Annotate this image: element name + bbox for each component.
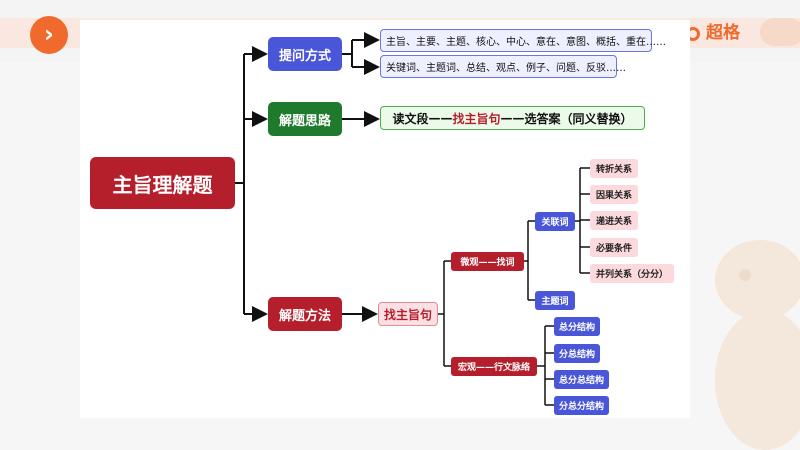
structure-item: 分总分结构 [554,396,609,415]
branch-solving-approach: 解题思路 [268,102,342,136]
brand-name: 超格 [706,23,740,43]
root-node: 主旨理解题 [90,157,235,209]
structure-item: 总分结构 [554,317,600,336]
method-node: 找主旨句 [378,302,438,326]
question-keywords-2: 关键词、主题词、总结、观点、例子、问题、反驳…… [380,55,626,78]
branch-question-format: 提问方式 [268,37,342,71]
relation-item: 必要条件 [590,238,638,257]
step-read: 读文段 [392,111,429,126]
topic-word-node: 主题词 [535,291,575,310]
mascot-watermark [715,240,800,450]
header-pill [760,18,800,46]
step-find-topic-sentence: 找主旨句 [452,111,501,126]
macro-node: 宏观——行文脉络 [451,357,537,376]
next-arrow-button[interactable]: › [30,16,68,54]
relation-item: 转折关系 [590,159,638,178]
step-choose-answer: 选答案（同义替换） [524,111,633,126]
relation-item: 递进关系 [590,211,638,230]
approach-steps: 读文段 —— 找主旨句 —— 选答案（同义替换） [380,106,645,130]
connective-words-node: 关联词 [535,212,575,231]
relation-item: 并列关系（分分） [590,264,674,283]
structure-item: 分总结构 [554,344,600,363]
step-separator-1: —— [428,111,453,125]
structure-item: 总分总结构 [554,370,609,389]
relation-item: 因果关系 [590,185,638,204]
step-separator-2: —— [500,111,525,125]
question-keywords-1: 主旨、主要、主题、核心、中心、意在、意图、概括、重在…… [380,29,666,52]
micro-node: 微观——找词 [451,252,524,271]
branch-solving-method: 解题方法 [268,297,342,331]
